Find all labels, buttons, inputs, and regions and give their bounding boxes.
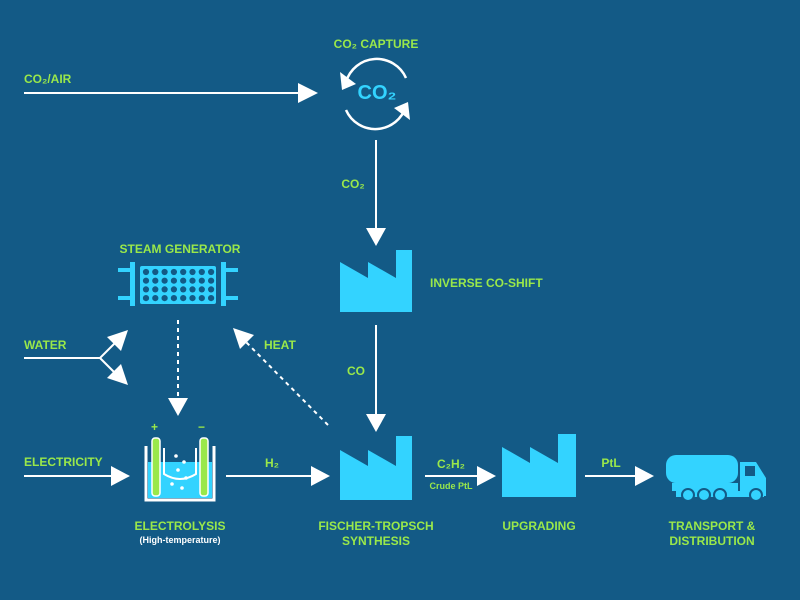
steam-tube-dot <box>198 295 205 302</box>
electrode-minus-label: − <box>198 420 206 434</box>
steam-tube-dot <box>152 295 159 302</box>
co-flow-label: CO <box>347 364 365 378</box>
h2-flow-label: H₂ <box>265 456 279 470</box>
upgrading-factory-icon <box>502 434 576 497</box>
c2h2-flow-label: C₂H₂ <box>437 457 465 471</box>
steam-tube-dot <box>152 286 159 293</box>
steam-tube-dot <box>180 286 187 293</box>
steam-tube-dot <box>142 295 150 302</box>
electrolysis-label: ELECTROLYSIS <box>134 519 226 533</box>
steam-tube-dot <box>208 295 215 302</box>
heat-flow-label: HEAT <box>264 338 296 352</box>
steam-tube-dot <box>189 268 196 276</box>
steam-tube-dot <box>161 268 168 276</box>
water-input-label: WATER <box>24 338 67 352</box>
steam-tube-dot <box>152 268 159 276</box>
steam-tube-dot <box>170 277 177 284</box>
steam-tube-dot <box>161 286 168 293</box>
steam-tube-dot <box>189 295 196 302</box>
ptl-flow-label: PtL <box>601 456 621 470</box>
steam-tube-dot <box>208 277 215 284</box>
co2-cycle-icon <box>344 57 408 131</box>
steam-tube-dot <box>170 268 177 276</box>
co2-air-input-label: CO₂/AIR <box>24 72 72 86</box>
steam-tube-dot <box>189 277 196 284</box>
steam-tube-dot <box>198 277 205 284</box>
steam-tube-dot <box>198 286 205 293</box>
co2-capture-label: CO₂ CAPTURE <box>333 37 419 51</box>
upgrading-label: UPGRADING <box>502 519 576 533</box>
electricity-input-label: ELECTRICITY <box>24 455 103 469</box>
steam-generator-label: STEAM GENERATOR <box>119 242 241 256</box>
steam-tube-dot <box>152 277 159 284</box>
electrode-plus-label: + <box>151 420 159 434</box>
steam-tube-dot <box>142 277 150 284</box>
steam-tube-dot <box>180 295 187 302</box>
electrolysis-cell-icon <box>144 437 216 502</box>
co2-capture-icon-text: CO₂ <box>357 82 397 104</box>
transport-label-line1: TRANSPORT & <box>668 519 756 533</box>
steam-tube-dot <box>142 268 150 276</box>
steam-tube-dot <box>180 268 187 276</box>
steam-tube-dot <box>180 277 187 284</box>
steam-tube-dot <box>208 268 215 276</box>
co2-flow-label: CO₂ <box>341 177 365 191</box>
arrow-heat-to-steam <box>243 339 329 426</box>
inverse-co-shift-factory-icon <box>340 250 412 312</box>
steam-tube-dot <box>161 295 168 302</box>
fischer-tropsch-factory-icon <box>340 436 412 500</box>
steam-tube-dot <box>170 295 177 302</box>
crude-ptl-label: Crude PtL <box>429 481 473 491</box>
steam-generator-icon <box>118 262 238 306</box>
steam-tube-dot <box>189 286 196 293</box>
tanker-truck-icon <box>666 455 766 502</box>
electrolysis-sublabel: (High-temperature) <box>139 535 221 545</box>
steam-tube-dot <box>198 268 205 276</box>
fischer-tropsch-label-line2: SYNTHESIS <box>341 534 411 548</box>
steam-tube-dot <box>161 277 168 284</box>
inverse-co-shift-label: INVERSE CO-SHIFT <box>430 276 543 290</box>
steam-tube-dot <box>142 286 150 293</box>
transport-label-line2: DISTRIBUTION <box>669 534 755 548</box>
steam-tube-dot <box>170 286 177 293</box>
fischer-tropsch-label-line1: FISCHER-TROPSCH <box>318 519 434 533</box>
steam-tube-dot <box>208 286 215 293</box>
